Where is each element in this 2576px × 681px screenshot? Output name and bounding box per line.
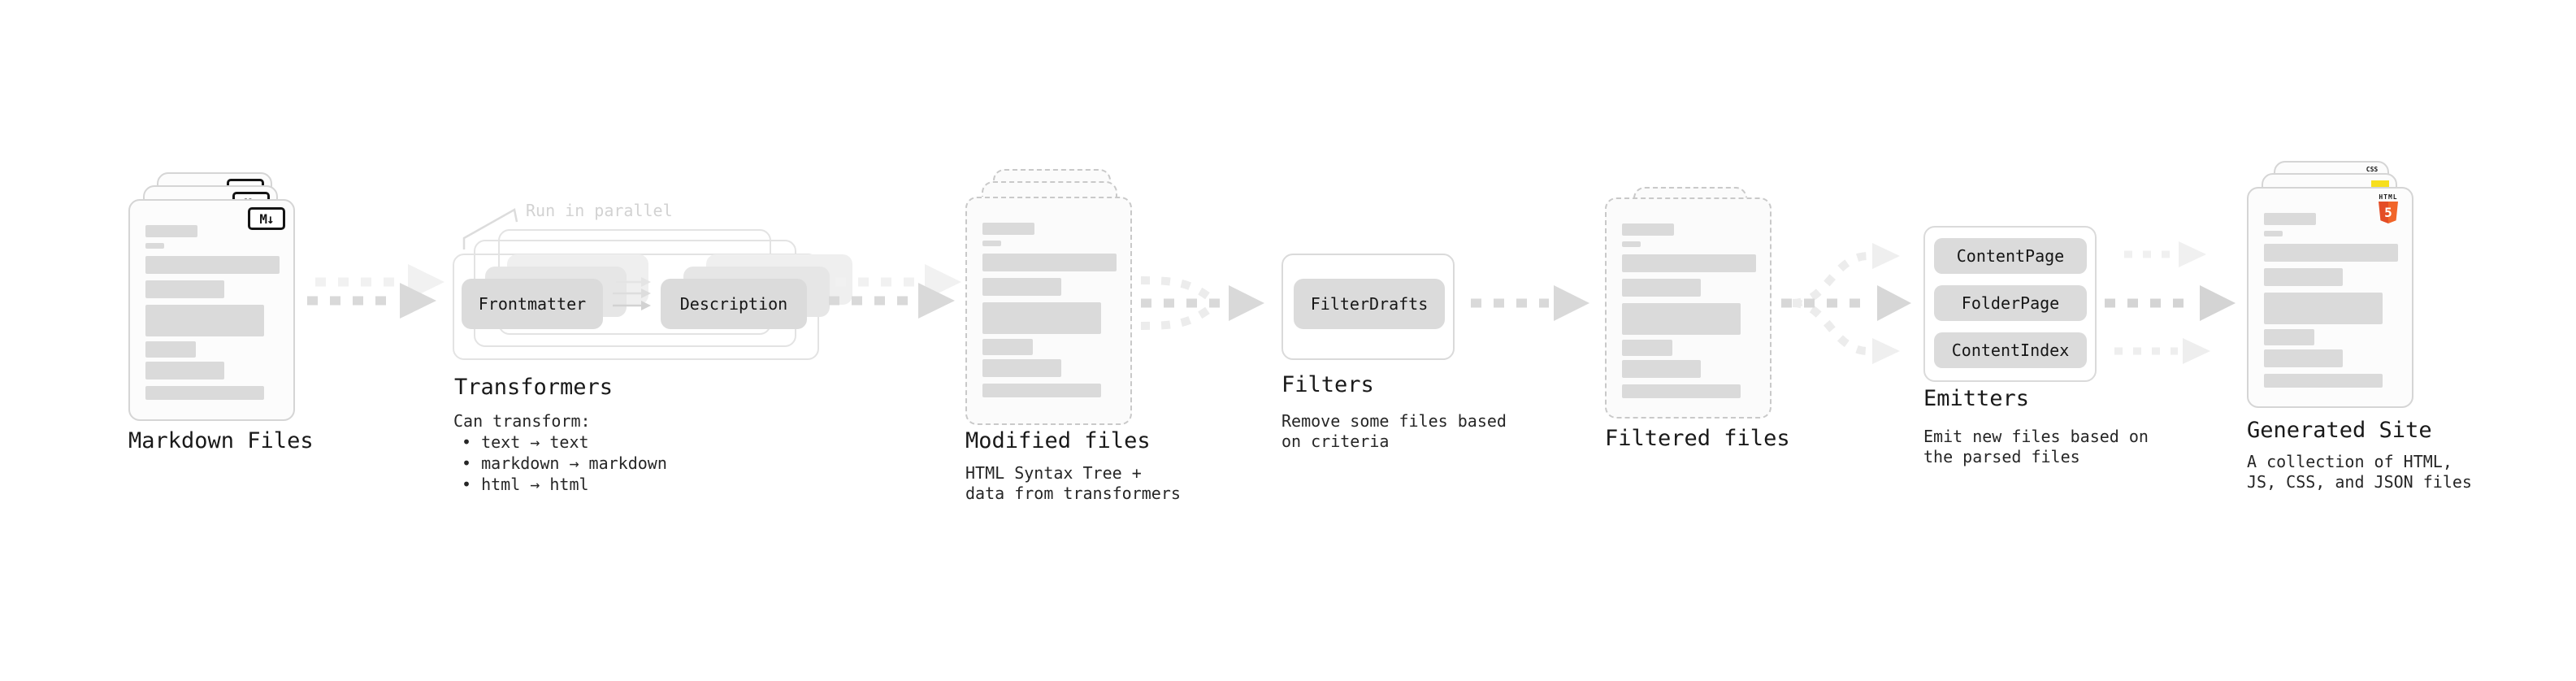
placeholder-bar	[145, 225, 197, 237]
stage-description: Remove some files based on criteria	[1281, 411, 1507, 452]
placeholder-bar	[982, 384, 1101, 397]
note-line: • text → text	[462, 432, 589, 452]
placeholder-bar	[1622, 303, 1741, 335]
html5-icon-shield: 5	[2379, 202, 2398, 223]
placeholder-bar	[145, 386, 264, 400]
placeholder-bar	[982, 241, 1001, 246]
placeholder-bar	[145, 362, 224, 380]
placeholder-bar	[2264, 231, 2283, 236]
note-line: Emit new files based on	[1923, 427, 2149, 446]
markdown-file-card-front: M↓	[128, 199, 295, 421]
note-line: Remove some files based	[1281, 411, 1507, 431]
note-line: the parsed files	[1923, 447, 2080, 466]
emitter-box-folderpage: FolderPage	[1934, 285, 2087, 321]
markdown-icon: M↓	[248, 207, 285, 230]
placeholder-bar	[2264, 293, 2383, 324]
placeholder-bar	[1622, 241, 1641, 247]
stage-description: Can transform: • text → text • markdown …	[453, 410, 667, 495]
placeholder-bar	[982, 278, 1061, 296]
placeholder-bar	[2264, 349, 2343, 367]
placeholder-bar	[145, 256, 280, 274]
html5-icon: HTML 5	[2376, 193, 2400, 223]
generated-html-file-card: HTML 5	[2247, 187, 2413, 408]
placeholder-bar	[982, 254, 1117, 271]
placeholder-bar	[2264, 268, 2343, 286]
placeholder-bar	[145, 341, 196, 358]
run-in-parallel-annotation: Run in parallel	[526, 201, 673, 220]
stage-label: Filters	[1281, 372, 1374, 397]
emitter-box-contentpage: ContentPage	[1934, 238, 2087, 274]
stage-description: A collection of HTML, JS, CSS, and JSON …	[2247, 452, 2472, 492]
filtered-file-card-front	[1605, 197, 1772, 419]
placeholder-bar	[982, 223, 1034, 235]
modified-file-card-front	[965, 197, 1132, 425]
placeholder-bar	[982, 359, 1061, 377]
placeholder-bar	[982, 339, 1033, 355]
stage-label: Emitters	[1923, 386, 2030, 411]
placeholder-bar	[145, 305, 264, 336]
emitter-box-contentindex: ContentIndex	[1934, 332, 2087, 368]
note-line: data from transformers	[965, 484, 1181, 503]
stage-label: Modified files	[965, 428, 1151, 453]
stage-label: Transformers	[454, 375, 614, 400]
note-line: JS, CSS, and JSON files	[2247, 472, 2472, 492]
placeholder-bar	[1622, 384, 1741, 398]
stage-description: Emit new files based on the parsed files	[1923, 427, 2149, 467]
note-line: • html → html	[462, 475, 589, 494]
transformer-box-frontmatter: Frontmatter	[462, 279, 603, 329]
placeholder-bar	[982, 302, 1101, 334]
placeholder-bar	[1622, 279, 1701, 297]
placeholder-bar	[2264, 374, 2383, 388]
note-line: on criteria	[1281, 432, 1390, 451]
html5-icon-label: HTML	[2379, 193, 2398, 201]
placeholder-bar	[1622, 360, 1701, 378]
placeholder-bar	[145, 243, 164, 249]
placeholder-bar	[1622, 223, 1674, 236]
placeholder-bar	[2264, 244, 2398, 262]
transformer-box-description: Description	[661, 279, 807, 329]
stage-description: HTML Syntax Tree + data from transformer…	[965, 463, 1181, 504]
stage-label: Generated Site	[2247, 418, 2432, 443]
placeholder-bar	[1622, 254, 1756, 272]
note-line: • markdown → markdown	[462, 453, 667, 473]
placeholder-bar	[2264, 213, 2316, 225]
note-line: A collection of HTML,	[2247, 452, 2452, 471]
placeholder-bar	[145, 280, 224, 298]
stage-label: Markdown Files	[128, 428, 314, 453]
placeholder-bar	[1622, 340, 1672, 356]
placeholder-bar	[2264, 329, 2314, 345]
css-icon-label: CSS	[2366, 166, 2379, 173]
note-line: HTML Syntax Tree +	[965, 463, 1142, 483]
filter-box-filterdrafts: FilterDrafts	[1294, 279, 1445, 329]
note-line: Can transform:	[453, 411, 591, 431]
stage-label: Filtered files	[1605, 426, 1790, 451]
